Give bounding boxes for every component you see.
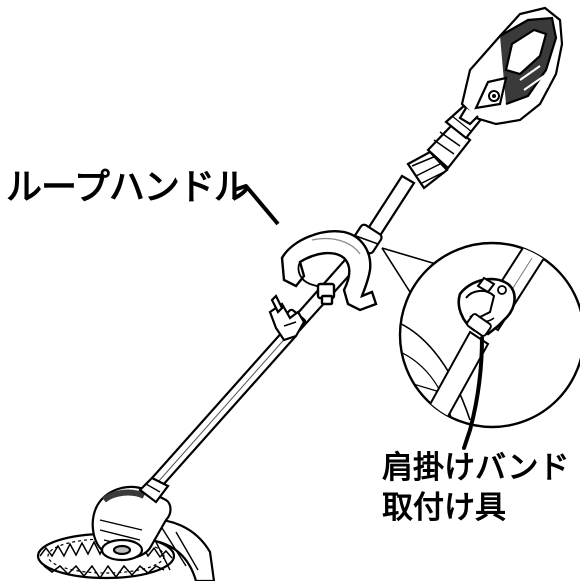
shoulder-strap-mount-label-line1: 肩掛けバンド — [382, 450, 570, 486]
zoom-connector — [381, 247, 437, 293]
loop-handle-part — [280, 230, 378, 312]
shoulder-strap-mount-label: 肩掛けバンド 取付け具 — [382, 448, 570, 528]
trimmer-head — [36, 476, 216, 581]
battery-motor-unit — [458, 6, 564, 126]
shoulder-strap-mount-part — [268, 294, 306, 342]
loop-handle-label: ループハンドル — [6, 167, 250, 208]
strap-mount-leader — [462, 336, 484, 450]
loop-handle-leader — [233, 184, 280, 226]
zoom-detail — [398, 241, 580, 429]
shoulder-strap-mount-label-line2: 取付け具 — [382, 490, 506, 526]
